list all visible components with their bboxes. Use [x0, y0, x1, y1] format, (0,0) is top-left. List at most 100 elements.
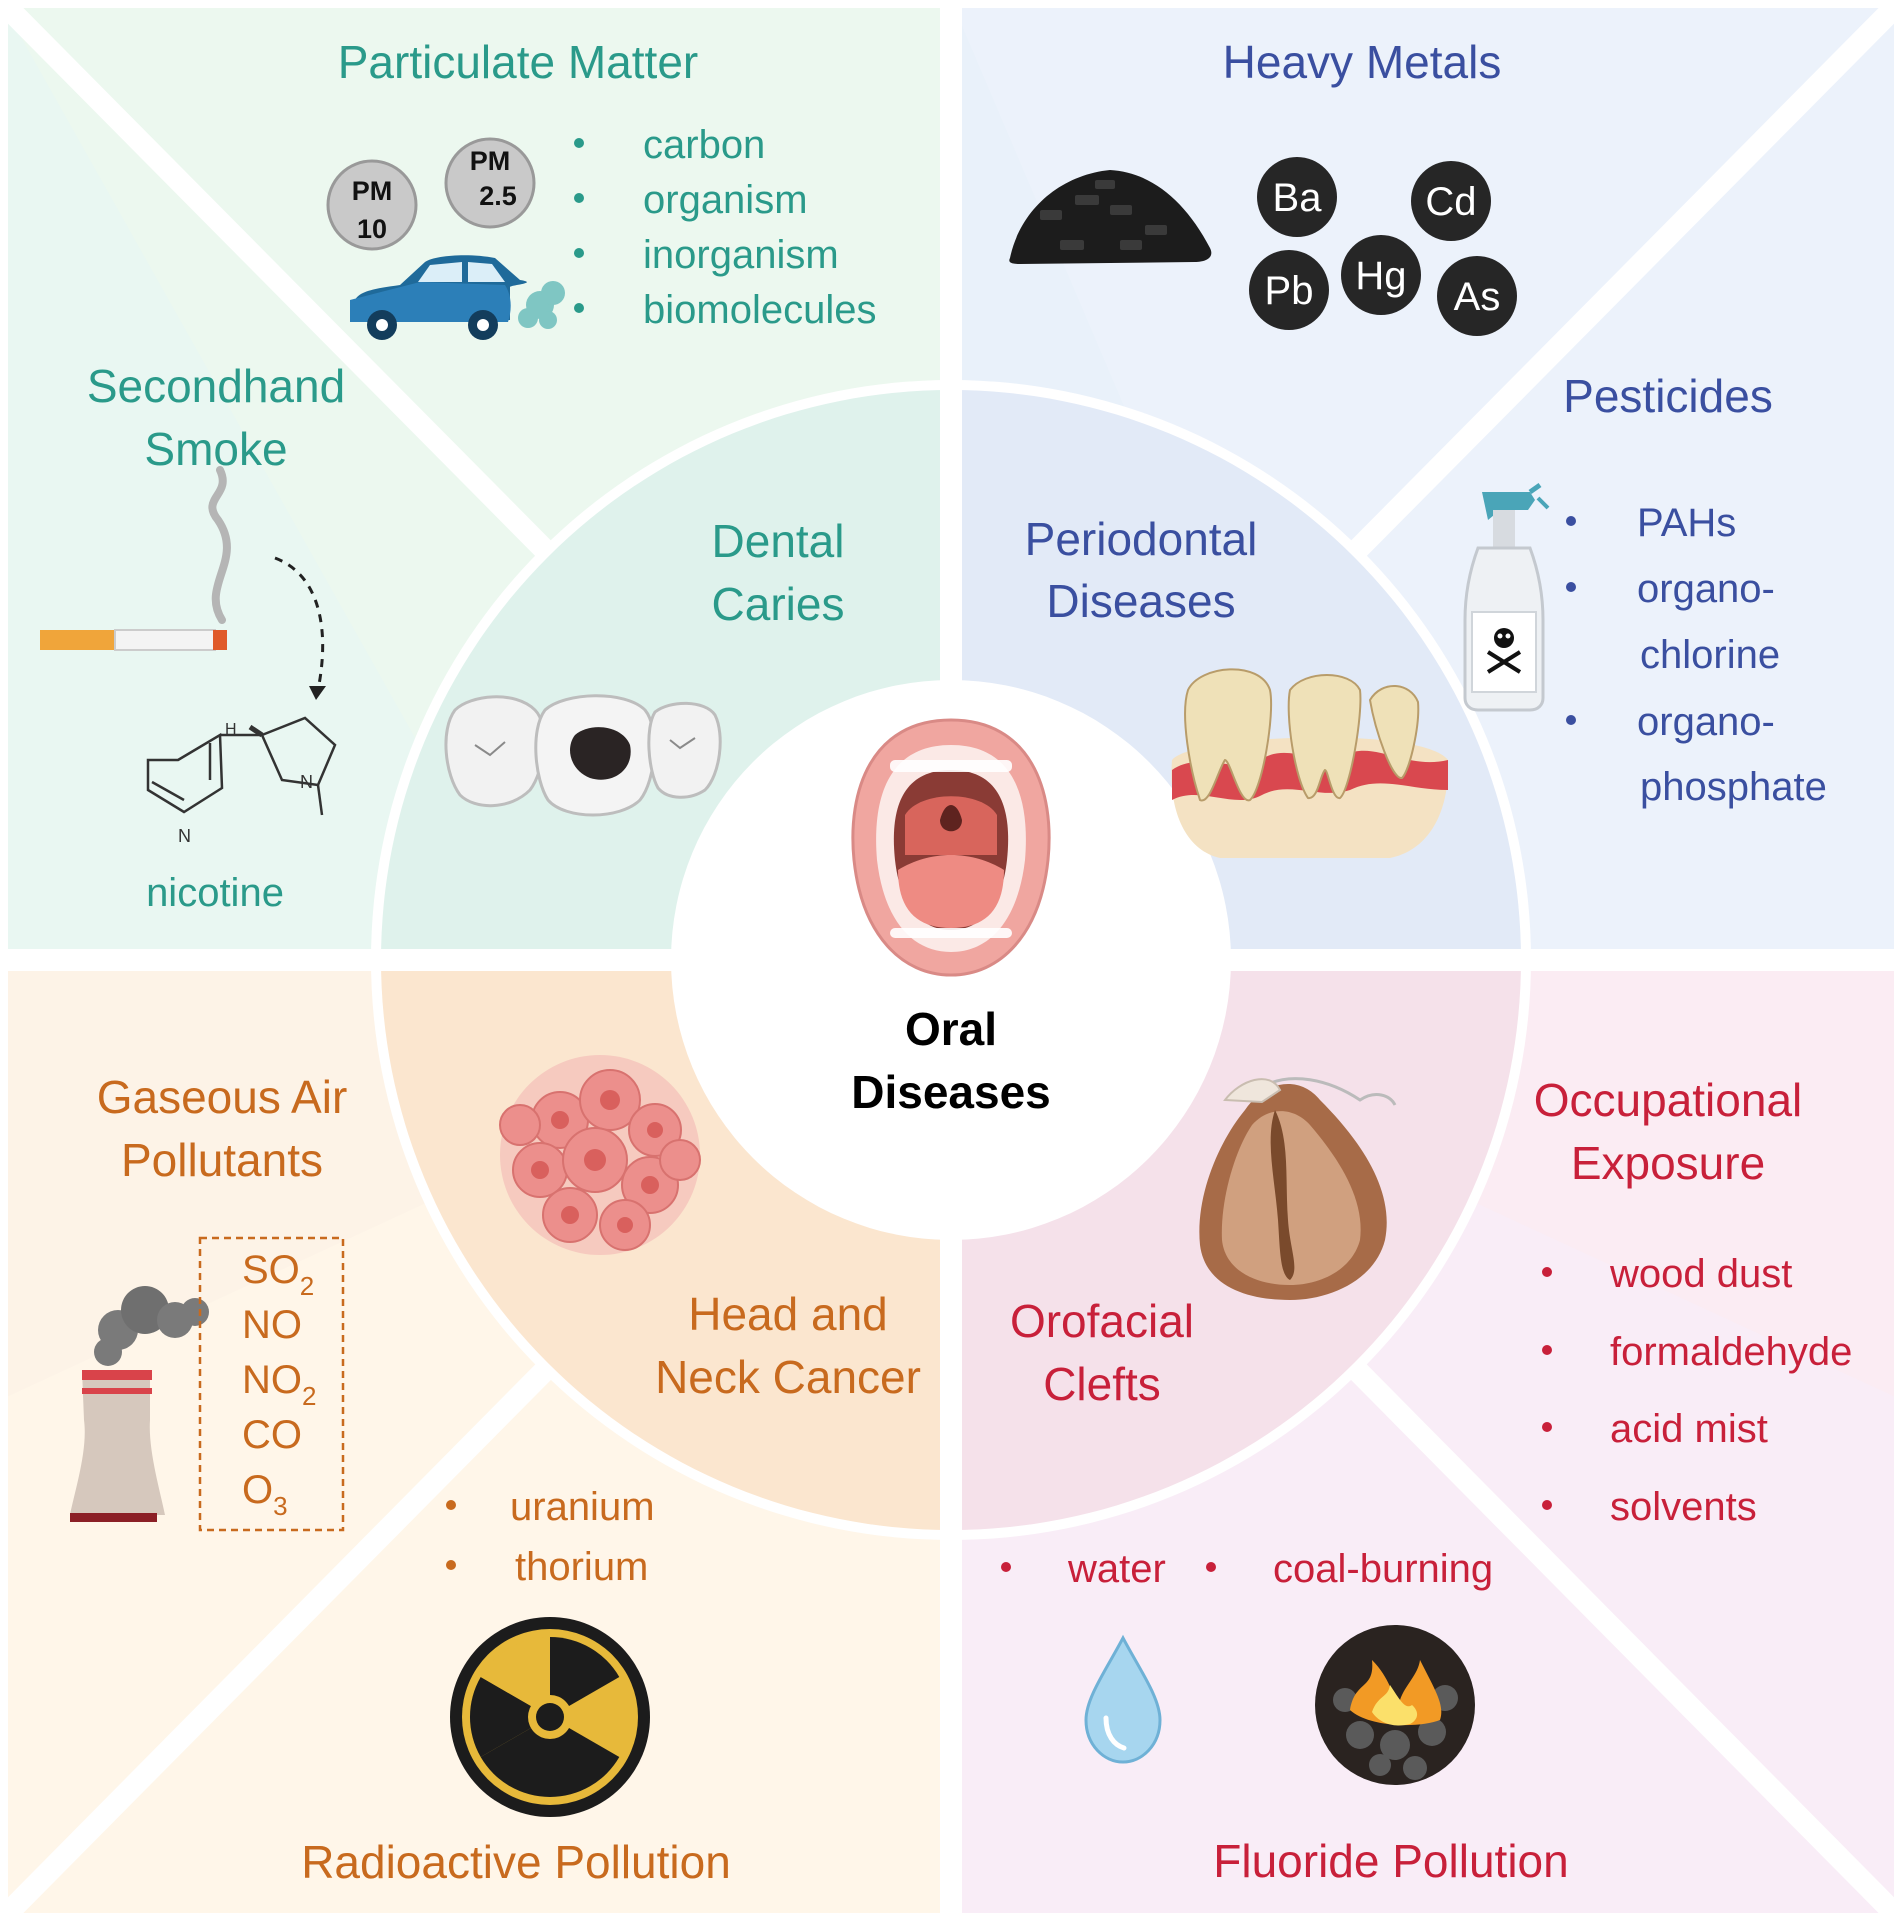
fluoride-section: water coal-burning Fluoride Pollution — [1001, 1547, 1569, 1887]
pesticide-bullet-phosphate: phosphate — [1640, 765, 1827, 809]
particulate-matter-section: Particulate Matter PM 10 PM 2.5 — [326, 36, 876, 340]
periodontal-line2: Diseases — [1046, 575, 1235, 627]
radiation-symbol-icon — [450, 1617, 650, 1817]
occ-bullet-formaldehyde: formaldehyde — [1610, 1330, 1852, 1374]
burning-coal-icon — [1315, 1625, 1475, 1785]
radio-bullet-uranium: uranium — [510, 1485, 655, 1529]
gas-no2: NO — [242, 1358, 302, 1402]
cleft-palate-icon — [1199, 1077, 1397, 1300]
fluoride-bullet-water: water — [1067, 1547, 1166, 1591]
mouth-icon — [851, 718, 1051, 977]
element-as: As — [1454, 275, 1501, 319]
pesticides-section: Pesticides PAHs organo- chlorine organo-… — [1463, 370, 1827, 809]
fluoride-title: Fluoride Pollution — [1213, 1835, 1568, 1887]
svg-text:SO2: SO2 — [242, 1248, 314, 1301]
orofacial-line1: Orofacial — [1010, 1295, 1194, 1347]
pm10-particle-icon: PM 10 — [326, 159, 418, 251]
factory-stack-icon — [70, 1286, 209, 1522]
svg-text:NO: NO — [242, 1303, 302, 1347]
orofacial-clefts-section: Orofacial Clefts — [1010, 1077, 1397, 1410]
water-drop-icon — [1084, 1634, 1162, 1764]
pm10-label-bottom: 10 — [357, 214, 387, 244]
head-neck-cancer-section: Head and Neck Cancer — [499, 1055, 921, 1403]
gas-so2: SO — [242, 1248, 300, 1292]
nicotine-label: nicotine — [146, 871, 284, 915]
pesticides-title: Pesticides — [1563, 370, 1773, 422]
gaseous-air-section: Gaseous Air Pollutants SO2 NO NO2 CO O3 — [70, 1071, 348, 1532]
fluoride-bullet-coal-burning: coal-burning — [1273, 1547, 1493, 1591]
coal-pile-icon — [1009, 170, 1212, 264]
dental-caries-line2: Caries — [712, 578, 845, 630]
occupational-exposure-section: Occupational Exposure wood dust formalde… — [1534, 1074, 1853, 1529]
pesticides-bullet-list: PAHs organo- chlorine organo- phosphate — [1566, 501, 1827, 809]
pesticide-bullet-organo1: organo- — [1637, 567, 1775, 611]
gas-co: CO — [242, 1413, 302, 1457]
center-title-line1: Oral — [905, 1003, 997, 1055]
pm-bullet-inorganism: inorganism — [643, 233, 839, 277]
nicotine-molecule-icon — [146, 716, 337, 816]
element-pb: Pb — [1265, 269, 1314, 313]
pm25-particle-icon: PM 2.5 — [444, 137, 536, 229]
pm-bullet-list: carbon organism inorganism biomolecules — [574, 123, 876, 332]
occ-bullet-acid-mist: acid mist — [1610, 1407, 1768, 1451]
occupational-bullet-list: wood dust formaldehyde acid mist solvent… — [1542, 1252, 1852, 1529]
pesticide-bullet-pahs: PAHs — [1637, 501, 1736, 545]
occupational-title-line2: Exposure — [1571, 1137, 1765, 1189]
cigarette-icon — [40, 466, 231, 651]
fluoride-bullet-list: water coal-burning — [1001, 1547, 1493, 1591]
svg-text:CO: CO — [242, 1413, 302, 1457]
gas-no2-subscript: 2 — [302, 1381, 316, 1411]
gas-no: NO — [242, 1303, 302, 1347]
metal-element-icons: Ba Cd Pb Hg As — [1249, 157, 1517, 336]
pm-bullet-biomolecules: biomolecules — [643, 288, 876, 332]
gas-list: SO2 NO NO2 CO O3 — [242, 1248, 316, 1521]
pm25-label-top: PM — [470, 146, 511, 176]
smoke-title-line1: Secondhand — [87, 360, 345, 412]
gases-dashed-box — [198, 1236, 345, 1532]
pm25-label-bottom: 2.5 — [479, 181, 517, 211]
spray-bottle-icon — [1463, 482, 1550, 712]
radioactive-bullet-list: uranium thorium — [446, 1485, 655, 1589]
dental-caries-section: Dental Caries — [444, 515, 845, 817]
element-cd: Cd — [1425, 180, 1476, 224]
head-neck-line1: Head and — [688, 1288, 888, 1340]
radio-bullet-thorium: thorium — [515, 1545, 648, 1589]
element-hg: Hg — [1355, 254, 1406, 298]
periodontal-section: Periodontal Diseases — [1025, 513, 1449, 858]
radioactive-section: uranium thorium Radioactive Pollution — [301, 1485, 731, 1888]
gas-o3-subscript: 3 — [273, 1491, 287, 1521]
gaseous-title-line1: Gaseous Air — [97, 1071, 348, 1123]
pm10-label-top: PM — [352, 176, 393, 206]
head-neck-line2: Neck Cancer — [655, 1351, 921, 1403]
nicotine-n-pyridine-atom: N — [178, 826, 191, 846]
element-ba: Ba — [1273, 176, 1323, 220]
exhaust-cloud-icon — [518, 281, 565, 329]
periodontal-line1: Periodontal — [1025, 513, 1258, 565]
svg-text:O3: O3 — [242, 1468, 288, 1521]
orofacial-line2: Clefts — [1043, 1358, 1161, 1410]
pesticide-bullet-organo2: organo- — [1637, 700, 1775, 744]
gas-so2-subscript: 2 — [300, 1271, 314, 1301]
occupational-title-line1: Occupational — [1534, 1074, 1803, 1126]
pm-bullet-carbon: carbon — [643, 123, 765, 167]
nicotine-h-atom: H — [225, 721, 237, 738]
svg-text:NO2: NO2 — [242, 1358, 316, 1411]
car-icon — [350, 255, 527, 340]
center-title-line2: Diseases — [851, 1066, 1051, 1118]
occ-bullet-solvents: solvents — [1610, 1485, 1757, 1529]
decayed-teeth-icon — [444, 694, 722, 817]
nicotine-n-ring-atom: N — [300, 772, 313, 792]
occ-bullet-wood-dust: wood dust — [1609, 1252, 1792, 1296]
smoke-arrowhead — [309, 686, 326, 700]
gaseous-title-line2: Pollutants — [121, 1134, 323, 1186]
dental-caries-line1: Dental — [712, 515, 845, 567]
heavy-metals-title: Heavy Metals — [1223, 36, 1502, 88]
cancer-cells-icon — [499, 1055, 701, 1255]
heavy-metals-section: Heavy Metals Ba Cd Pb Hg As — [1009, 36, 1517, 336]
pesticide-bullet-chlorine: chlorine — [1640, 633, 1780, 677]
secondhand-smoke-section: Secondhand Smoke H N N nicotine — [40, 360, 345, 915]
pm-title: Particulate Matter — [338, 36, 698, 88]
gas-o3: O — [242, 1468, 273, 1512]
